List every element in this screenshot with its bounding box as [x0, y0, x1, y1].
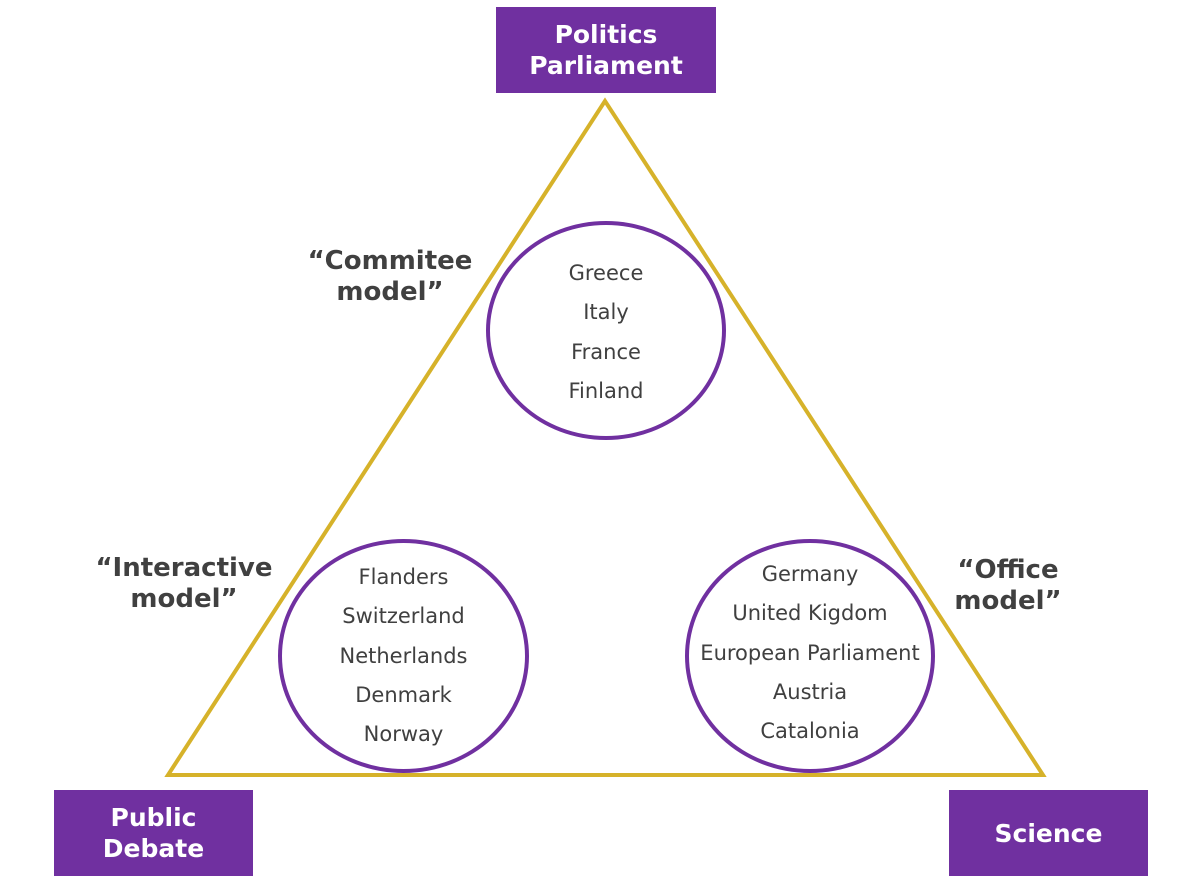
country-item: Switzerland	[342, 604, 465, 629]
circle-interactive-countries	[278, 539, 529, 773]
country-item: Flanders	[358, 565, 449, 589]
office-label-line-1: “Office	[957, 555, 1059, 585]
interactive-label-line-1: “Interactive	[95, 553, 273, 583]
corner-right-line-1: Science	[994, 818, 1103, 848]
corner-box-politics-parliament: Politics Parliament	[496, 7, 716, 93]
interactive-label-line-2: model”	[130, 584, 238, 614]
label-office-model: “Office model”	[938, 555, 1078, 617]
country-item: Netherlands	[339, 643, 468, 668]
country-item: France	[571, 339, 641, 364]
corner-box-science: Science	[949, 790, 1148, 876]
corner-top-line-1: Politics	[554, 20, 658, 49]
country-item: Austria	[772, 679, 848, 704]
country-item: European Parliament	[700, 640, 920, 665]
corner-top-line-2: Parliament	[529, 51, 683, 80]
interactive-country-list: Flanders Switzerland Netherlands Denmark…	[278, 558, 529, 754]
country-item: Denmark	[355, 682, 452, 707]
country-item: Italy	[583, 300, 629, 325]
country-item: Germany	[761, 562, 859, 586]
corner-left-line-1: Public	[110, 803, 197, 832]
corner-box-public-debate: Public Debate	[54, 790, 253, 876]
office-label-line-2: model”	[954, 586, 1062, 616]
circle-office-countries	[685, 539, 935, 773]
country-item: United Kigdom	[732, 601, 888, 626]
committee-label-line-2: model”	[336, 277, 444, 307]
label-committee-model: “Commitee model”	[300, 246, 480, 308]
committee-country-list: Greece Italy France Finland	[506, 254, 706, 411]
label-interactive-model: “Interactive model”	[84, 553, 284, 615]
triangle-outline	[164, 97, 1047, 777]
country-item: Greece	[568, 261, 644, 285]
country-item: Finland	[568, 378, 644, 403]
committee-label-line-1: “Commitee	[307, 246, 473, 276]
country-item: Catalonia	[760, 719, 860, 744]
corner-left-line-2: Debate	[102, 834, 205, 863]
circle-committee-countries	[486, 221, 726, 440]
office-country-list: Germany United Kigdom European Parliamen…	[685, 555, 935, 751]
country-item: Norway	[363, 722, 444, 747]
